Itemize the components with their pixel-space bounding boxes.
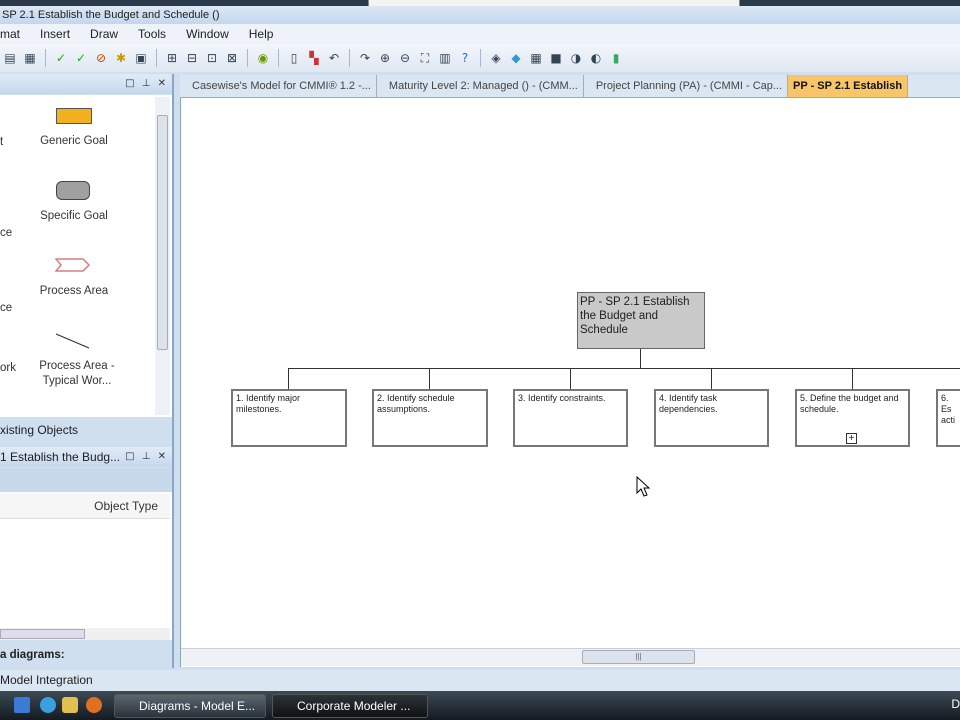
child-node-2[interactable]: 2. Identify schedule assumptions. <box>372 389 488 447</box>
page-icon[interactable]: ▥ <box>439 51 451 65</box>
title-bar: SP 2.1 Establish the Budget and Schedule… <box>0 6 960 24</box>
taskbar-item-diagrams[interactable]: Diagrams - Model E... <box>114 694 266 718</box>
properties-icon[interactable]: ▣ <box>135 51 147 65</box>
toolbar: ▤ ▦ ✓ ✓ ⊘ ✱ ▣ ⊞ ⊟ ⊡ ⊠ ◉ ▯ ▚ ↶ ↷ ⊕ ⊖ ⛶ ▥? ◈ ◆ ▦ ■ ◑ ◐ ▮ <box>0 44 960 72</box>
forward-icon[interactable]: ◑ <box>570 51 582 65</box>
mouse-cursor-icon <box>636 476 651 497</box>
tab-pp-sp-2-1[interactable]: PP - SP 2.1 Establish <box>788 75 909 97</box>
palette-label-fragment: ork <box>0 362 16 374</box>
column-header-object-type[interactable]: Object Type <box>0 494 170 519</box>
specific-goal-shape-icon[interactable] <box>56 181 90 200</box>
play-icon[interactable]: ◐ <box>590 51 602 65</box>
shape-palette: t ce ce ork Generic Goal Specific Goal P… <box>0 95 172 417</box>
gray-box-icon[interactable]: ■ <box>550 51 562 65</box>
connector <box>711 368 712 389</box>
panel-controls-icon[interactable]: □ ⊥ ✕ <box>125 451 168 462</box>
clock: D <box>951 697 960 711</box>
messenger-icon[interactable] <box>62 697 78 713</box>
align4-icon[interactable]: ⊠ <box>226 51 238 65</box>
canvas-hscrollbar[interactable] <box>181 648 960 666</box>
new-icon[interactable]: ▯ <box>290 51 298 65</box>
palette-header: □ ⊥ ✕ <box>0 74 172 94</box>
menu-help[interactable]: Help <box>248 27 274 41</box>
taskbar: Diagrams - Model E... Corporate Modeler … <box>0 691 960 720</box>
palette-label-fragment: t <box>0 136 4 148</box>
connector <box>429 368 430 389</box>
palette-item-process-area-typical-work[interactable]: Process Area - Typical Wor... <box>39 360 115 387</box>
cube-icon[interactable]: ◈ <box>491 51 501 65</box>
cube2-icon[interactable]: ◆ <box>511 51 521 65</box>
child-node-3[interactable]: 3. Identify constraints. <box>513 389 628 447</box>
lightbulb-icon[interactable]: ✱ <box>115 51 127 65</box>
align3-icon[interactable]: ⊡ <box>206 51 218 65</box>
zoom-in-icon[interactable]: ⊕ <box>379 51 391 65</box>
canvas-scroll-thumb[interactable]: ||| <box>582 650 695 664</box>
panel-toolbar <box>0 468 172 492</box>
model-icon[interactable]: ▚ <box>309 51 319 65</box>
palette-scroll-thumb[interactable] <box>157 115 168 350</box>
palette-item-specific-goal[interactable]: Specific Goal <box>40 210 108 222</box>
diagram-panel-title: 1 Establish the Budg... <box>0 450 121 464</box>
check-icon[interactable]: ✓ <box>55 51 67 65</box>
diagram-panel-header: 1 Establish the Budg... □ ⊥ ✕ <box>0 447 172 467</box>
tab-project-planning[interactable]: Project Planning (PA) - (CMMI - Cap... <box>584 75 789 97</box>
menu-bar: mat Insert Draw Tools Window Help <box>0 24 960 44</box>
child-node-4[interactable]: 4. Identify task dependencies. <box>654 389 769 447</box>
palette-label-fragment: ce <box>0 227 13 239</box>
publish-icon[interactable]: ◉ <box>257 51 269 65</box>
panel-controls-icon[interactable]: □ ⊥ ✕ <box>125 78 168 89</box>
document-tabs: Casewise's Model for CMMI® 1.2 -... Matu… <box>180 75 960 98</box>
align-icon[interactable]: ⊞ <box>166 51 178 65</box>
generic-goal-shape-icon[interactable] <box>56 108 92 124</box>
taskbar-item-corporate-modeler[interactable]: Corporate Modeler ... <box>272 694 428 718</box>
fit-icon[interactable]: ⛶ <box>420 51 430 65</box>
redo-icon[interactable]: ↷ <box>359 51 371 65</box>
align2-icon[interactable]: ⊟ <box>186 51 198 65</box>
diagrams-label: a diagrams: <box>0 649 65 661</box>
process-area-shape-icon[interactable] <box>55 257 91 273</box>
grid-icon[interactable]: ▦ <box>530 51 542 65</box>
menu-window[interactable]: Window <box>186 27 229 41</box>
palette-label-fragment: ce <box>0 302 13 314</box>
list-hscrollbar[interactable] <box>0 628 170 640</box>
export-icon[interactable]: ▮ <box>612 51 620 65</box>
zoom-out-icon[interactable]: ⊖ <box>399 51 411 65</box>
firefox-icon[interactable] <box>86 697 102 713</box>
palette-item-process-area[interactable]: Process Area <box>39 285 109 297</box>
connector <box>640 349 641 369</box>
connector <box>288 368 960 369</box>
menu-format[interactable]: mat <box>0 27 21 41</box>
help-icon[interactable]: ? <box>461 51 469 65</box>
ie-icon[interactable] <box>40 697 56 713</box>
undo-icon[interactable]: ↶ <box>328 51 340 65</box>
parent-node[interactable]: PP - SP 2.1 Establish the Budget and Sch… <box>577 292 705 349</box>
layout2-icon[interactable]: ▦ <box>24 51 36 65</box>
check-all-icon[interactable]: ✓ <box>75 51 87 65</box>
cancel-icon[interactable]: ⊘ <box>95 51 107 65</box>
menu-draw[interactable]: Draw <box>90 27 119 41</box>
menu-insert[interactable]: Insert <box>40 27 71 41</box>
tab-casewise-model[interactable]: Casewise's Model for CMMI® 1.2 -... <box>180 75 377 97</box>
connector-line-icon[interactable] <box>55 331 91 351</box>
palette-item-generic-goal[interactable]: Generic Goal <box>40 135 108 147</box>
connector <box>570 368 571 389</box>
status-bar: Model Integration <box>0 670 960 691</box>
connector <box>852 368 853 389</box>
show-desktop-icon[interactable] <box>14 697 30 713</box>
child-node-1[interactable]: 1. Identify major milestones. <box>231 389 347 447</box>
connector <box>288 368 289 389</box>
child-node-6[interactable]: 6. Es acti <box>936 389 960 447</box>
layout-icon[interactable]: ▤ <box>4 51 16 65</box>
tab-maturity-level-2[interactable]: Maturity Level 2: Managed () - (CMM... <box>377 75 584 97</box>
existing-objects-tab[interactable]: xisting Objects <box>0 420 172 440</box>
menu-tools[interactable]: Tools <box>138 27 167 41</box>
expand-icon[interactable]: + <box>846 433 857 444</box>
